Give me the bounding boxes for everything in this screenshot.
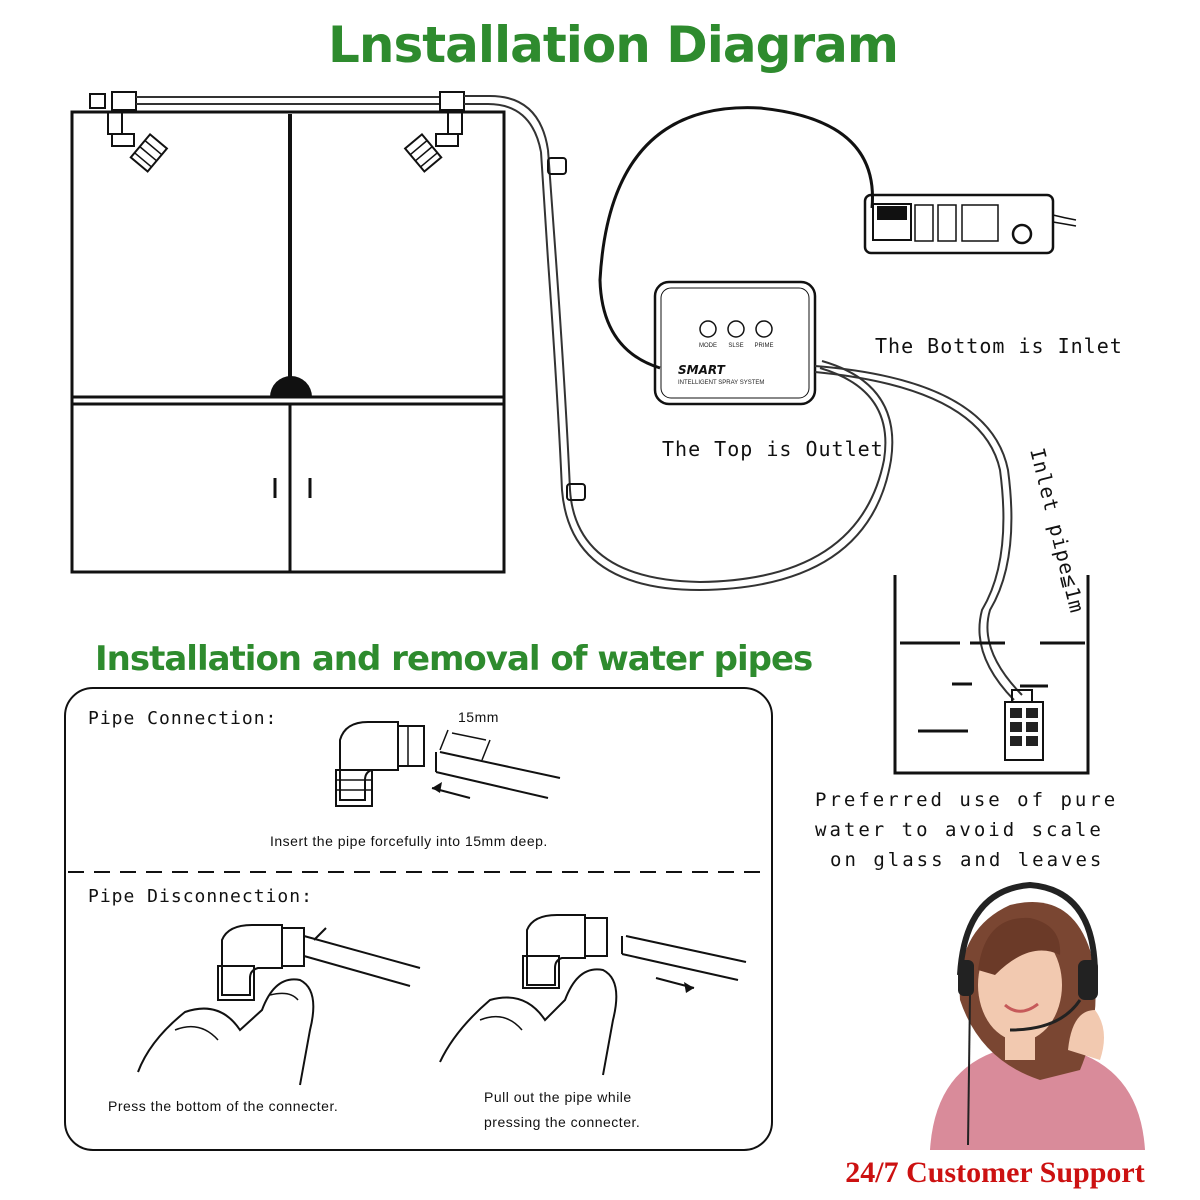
diagram-title: Lnstallation Diagram (328, 16, 898, 74)
mode-label: MODE (699, 343, 717, 349)
press-caption: Press the bottom of the connecter. (108, 1098, 338, 1114)
device-brand: SMART (678, 363, 726, 377)
nozzle-right-icon (403, 111, 463, 173)
pipe-connection-label: Pipe Connection: (88, 708, 277, 729)
pipe-disconnection-label: Pipe Disconnection: (88, 886, 313, 907)
mode-button[interactable] (699, 320, 717, 338)
power-strip (863, 193, 1077, 255)
power-cord (598, 106, 874, 370)
customer-support-caption: 24/7 Customer Support (845, 1156, 1144, 1189)
press-connector-icon (137, 924, 421, 1086)
insert-caption: Insert the pipe forcefully into 15mm dee… (270, 833, 548, 849)
power-switch-icon (1011, 223, 1033, 245)
slse-button[interactable] (727, 320, 745, 338)
outlet-pipe (540, 149, 894, 592)
pipes-section-title: Installation and removal of water pipes (95, 639, 812, 679)
pipes-panel (64, 687, 773, 1151)
pull-caption-line-2: pressing the connecter. (484, 1114, 640, 1130)
pipe-insert-icon (431, 729, 561, 799)
bottom-inlet-label: The Bottom is Inlet (875, 334, 1123, 358)
preferred-line-2: water to avoid scale (815, 819, 1104, 841)
device-subtitle: INTELLIGENT SPRAY SYSTEM (678, 380, 764, 386)
inlet-filter-icon (1004, 689, 1044, 761)
terrarium-cabinet (70, 110, 506, 574)
dimension-label: 15mm (458, 709, 499, 725)
spray-bar (89, 91, 549, 153)
customer-support-photo (930, 881, 1145, 1150)
inlet-pipe-label: Inlet pipe≦1m (1025, 445, 1089, 615)
pipe-clip-top (547, 157, 567, 175)
pull-caption-line-1: Pull out the pipe while (484, 1089, 632, 1105)
pull-pipe-icon (439, 914, 747, 1076)
top-outlet-label: The Top is Outlet (662, 437, 884, 461)
pipe-clip-bottom (566, 483, 586, 501)
water-bucket (893, 575, 1090, 775)
elbow-connector-icon (335, 721, 425, 807)
prime-label: PRIME (754, 343, 773, 349)
preferred-line-1: Preferred use of pure (815, 789, 1118, 811)
nozzle-left-icon (107, 111, 169, 173)
prime-button[interactable] (755, 320, 773, 338)
slse-label: SLSE (728, 343, 743, 349)
smart-controller: MODE SLSE PRIME SMART INTELLIGENT SPRAY … (653, 280, 817, 406)
preferred-line-3: on glass and leaves (830, 849, 1104, 871)
